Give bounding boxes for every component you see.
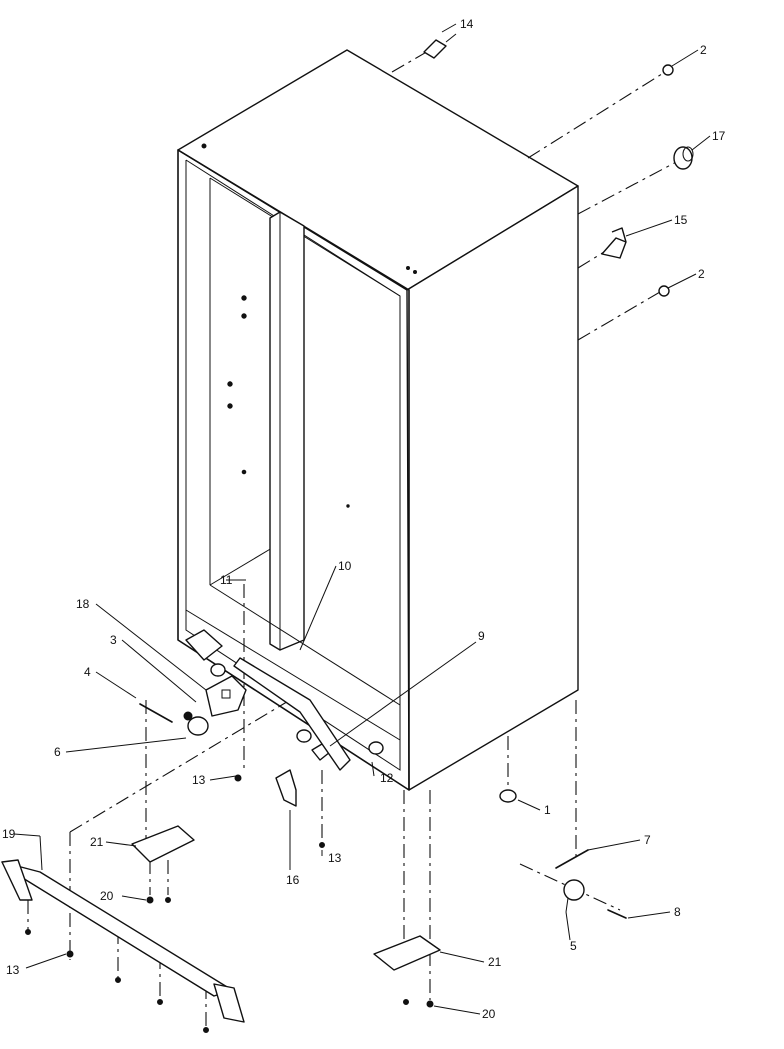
callout-2-lower: 2 (698, 267, 705, 281)
screw-13b (319, 842, 325, 848)
part-8-screw (607, 909, 627, 919)
callout-3: 3 (110, 633, 117, 647)
callout-20-right: 20 (482, 1007, 496, 1021)
part-4-screw (139, 703, 173, 723)
screw-grille-1 (25, 929, 31, 935)
part-3-hinge (205, 675, 247, 717)
part-21-hinge-plate-left (131, 825, 195, 863)
leveler-hinge (210, 663, 226, 677)
screw-13c (66, 950, 74, 958)
cabinet-body (177, 49, 579, 791)
callout-20-left: 20 (100, 889, 114, 903)
part-14-hinge-pin (423, 33, 457, 59)
callout-2-top: 2 (700, 43, 707, 57)
part-5-roller (563, 879, 585, 913)
part-16-bracket (275, 769, 297, 807)
part-17-bushing (673, 146, 694, 170)
screw-grille-4 (203, 1027, 209, 1033)
callout-4: 4 (84, 665, 91, 679)
callout-leaders (13, 23, 711, 1015)
callout-7: 7 (644, 833, 651, 847)
part-15-bracket (601, 227, 627, 259)
callout-18: 18 (76, 597, 90, 611)
part-1-leveler (499, 789, 517, 803)
screw-20a2 (165, 897, 171, 903)
callout-19: 19 (2, 827, 16, 841)
part-18-hinge-plate (185, 629, 223, 661)
callout-6: 6 (54, 745, 61, 759)
part-19-toe-grille (1, 859, 245, 1023)
part-21-hinge-plate-right (373, 935, 441, 971)
screw-20a (146, 896, 154, 904)
callout-17: 17 (712, 129, 726, 143)
callout-10: 10 (338, 559, 352, 573)
part-10-tube (233, 657, 351, 771)
callout-8: 8 (674, 905, 681, 919)
callout-12: 12 (380, 771, 394, 785)
part-7-axle (555, 849, 589, 869)
callout-1: 1 (544, 803, 551, 817)
callout-21-right: 21 (488, 955, 502, 969)
callout-16: 16 (286, 873, 300, 887)
screw-grille-3 (157, 999, 163, 1005)
part-12-leveler (368, 741, 384, 755)
callout-11: 11 (220, 573, 233, 587)
callout-9: 9 (478, 629, 485, 643)
callout-15: 15 (674, 213, 688, 227)
screw-grille-2 (115, 977, 121, 983)
screw-13a (234, 774, 242, 782)
part-6-cam (183, 711, 209, 736)
leveler-left (296, 729, 312, 743)
callout-5: 5 (570, 939, 577, 953)
callout-13-left: 13 (6, 963, 20, 977)
part-2-nut-lower (658, 285, 670, 297)
callout-21-left: 21 (90, 835, 104, 849)
hardware-parts (1, 33, 694, 1033)
callout-labels: 14 2 17 15 2 10 11 18 3 4 6 9 13 12 1 13… (2, 17, 726, 1021)
screw-20b (426, 1000, 434, 1008)
screw-20b2 (403, 999, 409, 1005)
part-2-nut (662, 64, 674, 76)
callout-13-center: 13 (328, 851, 342, 865)
callout-13-hinge: 13 (192, 773, 206, 787)
callout-14: 14 (460, 17, 474, 31)
assembly-dash-lines (27, 49, 681, 1030)
